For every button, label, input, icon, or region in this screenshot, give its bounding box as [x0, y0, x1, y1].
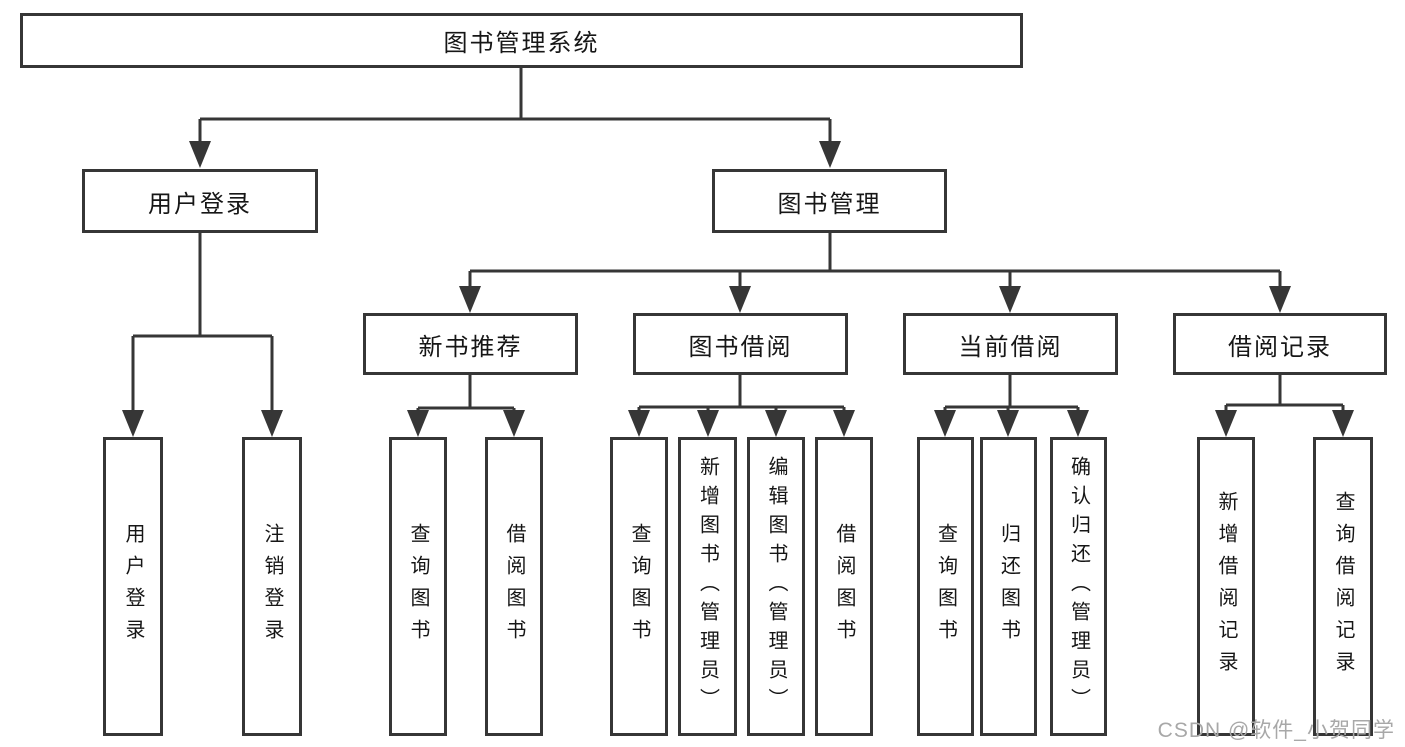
leaf-label: 归还图书: [997, 522, 1020, 651]
node-book-borrow: 图书借阅: [633, 313, 848, 375]
node-book-management: 图书管理: [712, 169, 947, 233]
leaf-label: 查询图书: [407, 522, 429, 651]
leaf-label: 用户登录: [122, 522, 144, 651]
node-label: 借阅记录: [1228, 333, 1332, 361]
node-label: 用户登录: [148, 190, 252, 218]
leaf-record-query: 查询借阅记录: [1313, 437, 1373, 736]
node-user-login: 用户登录: [82, 169, 318, 233]
leaf-label: 借阅图书: [503, 522, 525, 651]
node-label: 图书借阅: [688, 333, 793, 361]
csdn-watermark: CSDN @软件_小贺同学: [1157, 719, 1395, 742]
leaf-borrow-add-admin: 新增图书（管理员）: [678, 437, 737, 736]
node-new-book-recommend: 新书推荐: [363, 313, 578, 375]
node-label: 新书推荐: [418, 333, 523, 361]
leaf-newbook-borrow: 借阅图书: [485, 437, 543, 736]
leaf-label: 编辑图书（管理员）: [765, 456, 787, 717]
leaf-current-query: 查询图书: [917, 437, 974, 736]
leaf-current-return: 归还图书: [980, 437, 1037, 736]
leaf-logout: 注销登录: [242, 437, 302, 736]
leaf-borrow-query: 查询图书: [610, 437, 668, 736]
leaf-user-login: 用户登录: [103, 437, 163, 736]
leaf-borrow-borrow: 借阅图书: [815, 437, 873, 736]
node-label: 图书管理: [777, 190, 882, 218]
leaf-label: 新增借阅记录: [1215, 490, 1237, 683]
leaf-label: 查询借阅记录: [1332, 490, 1354, 683]
leaf-label: 确认归还（管理员）: [1067, 456, 1090, 717]
node-library-system: 图书管理系统: [20, 13, 1023, 68]
leaf-borrow-edit-admin: 编辑图书（管理员）: [747, 437, 805, 736]
leaf-label: 查询图书: [934, 522, 957, 651]
node-borrow-records: 借阅记录: [1173, 313, 1387, 375]
leaf-current-confirm-admin: 确认归还（管理员）: [1050, 437, 1107, 736]
node-label: 图书管理系统: [443, 30, 600, 57]
leaf-label: 注销登录: [261, 522, 283, 651]
leaf-label: 新增图书（管理员）: [696, 456, 719, 717]
node-current-borrow: 当前借阅: [903, 313, 1118, 375]
node-label: 当前借阅: [958, 333, 1063, 361]
leaf-record-add: 新增借阅记录: [1197, 437, 1255, 736]
leaf-newbook-query: 查询图书: [389, 437, 447, 736]
leaf-label: 查询图书: [628, 522, 650, 651]
leaf-label: 借阅图书: [833, 522, 855, 651]
